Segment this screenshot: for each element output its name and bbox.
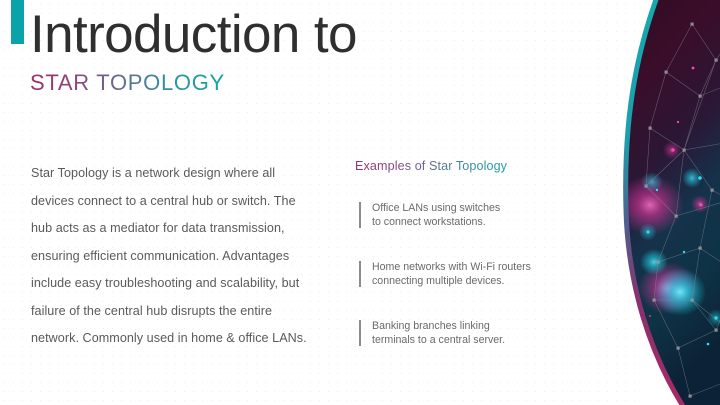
- list-item-line2: connecting multiple devices.: [372, 275, 505, 288]
- list-item: Home networks with Wi-Fi routers connect…: [355, 260, 570, 289]
- bullet-tick-icon: [359, 260, 361, 287]
- bullet-tick-icon: [359, 202, 361, 228]
- list-item-line1: Home networks with Wi-Fi routers: [372, 260, 531, 273]
- list-item-line1: Banking branches linking: [372, 319, 490, 332]
- list-item-line1: Office LANs using switches: [372, 202, 501, 214]
- page-title: Introduction to: [30, 5, 357, 64]
- body-paragraph: Star Topology is a network design where …: [31, 166, 307, 345]
- network-artwork: [580, 0, 720, 405]
- list-item-line2: terminals to a central server.: [372, 334, 506, 347]
- list-item-line2: to connect workstations.: [372, 216, 486, 229]
- list-item: Banking branches linking terminals to a …: [355, 319, 570, 348]
- bullet-tick-icon: [359, 319, 361, 346]
- page-subtitle: STAR TOPOLOGY: [30, 70, 225, 95]
- list-item: Office LANs using switches to connect wo…: [355, 201, 570, 230]
- examples-heading: Examples of Star Topology: [355, 159, 508, 173]
- examples-section: Examples of Star Topology Office LANs us…: [355, 157, 570, 347]
- examples-list: Office LANs using switches to connect wo…: [355, 201, 570, 347]
- accent-bar: [11, 0, 24, 44]
- title-block: Introduction to STAR TOPOLOGY: [30, 6, 357, 96]
